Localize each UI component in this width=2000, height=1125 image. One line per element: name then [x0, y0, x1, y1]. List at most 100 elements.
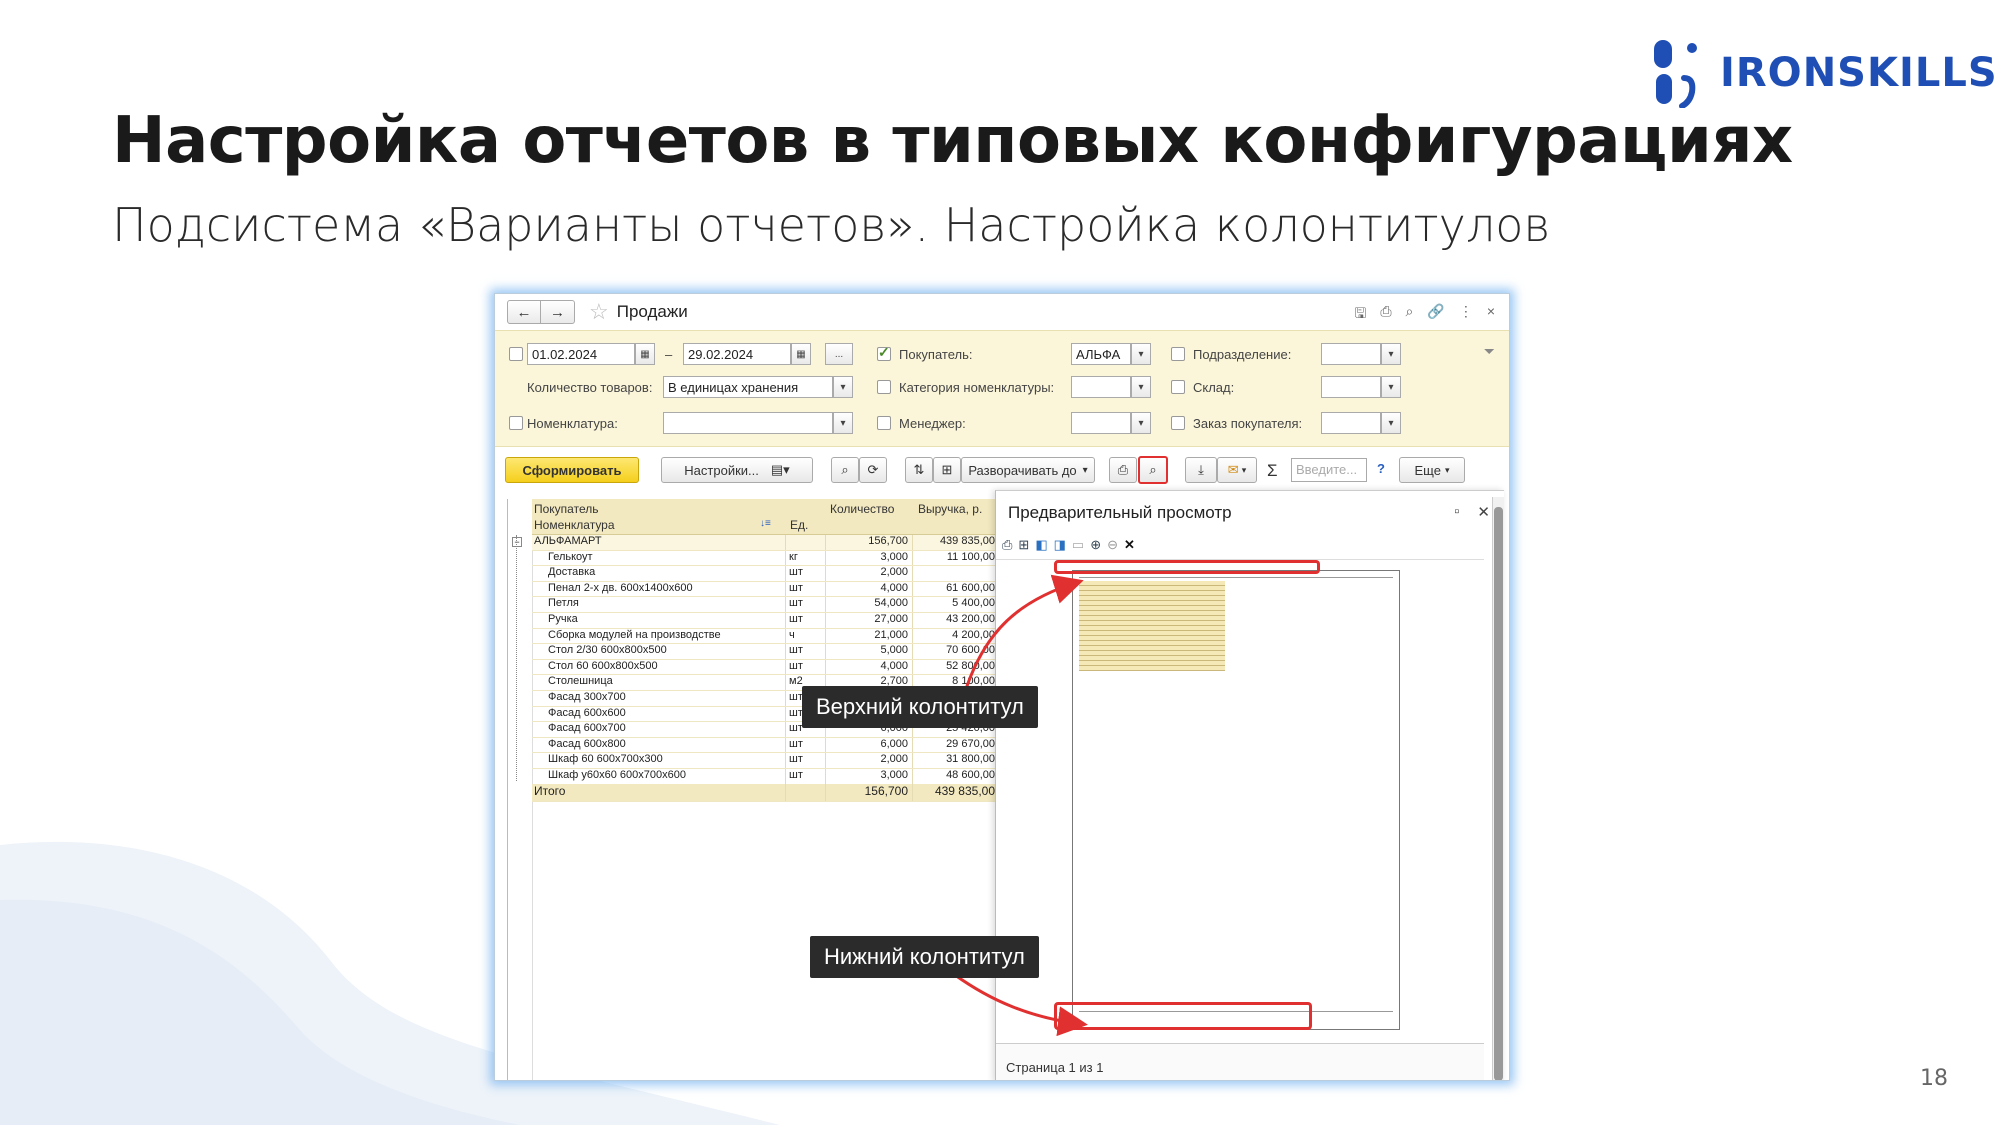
warehouse-field[interactable] — [1321, 376, 1381, 398]
forward-button[interactable]: → — [541, 300, 575, 324]
print-button[interactable]: ⎙ — [1109, 457, 1137, 483]
col-buyer[interactable]: Покупатель — [534, 502, 599, 516]
scrollbar[interactable] — [1492, 497, 1504, 1080]
print-icon[interactable]: ⎙ — [1002, 537, 1013, 552]
warehouse-checkbox[interactable] — [1171, 380, 1185, 394]
buyer-field[interactable]: АЛЬФА — [1071, 343, 1131, 365]
buyer-checkbox[interactable] — [877, 344, 891, 361]
settings-label: Настройки... — [684, 462, 759, 478]
dropdown-icon[interactable]: ▾ — [1131, 343, 1151, 365]
more-button[interactable]: Еще▾ — [1399, 457, 1465, 483]
sum-icon[interactable]: Σ — [1267, 461, 1278, 480]
page-setup-icon[interactable]: ⊞ — [1018, 537, 1030, 552]
date-from-field[interactable]: 01.02.2024 — [527, 343, 635, 365]
close-icon[interactable]: × — [1486, 303, 1495, 319]
calendar-icon[interactable]: ▦ — [791, 343, 811, 365]
back-button[interactable]: ← — [507, 300, 541, 324]
page-next-icon[interactable]: ◨ — [1053, 537, 1066, 552]
manager-checkbox[interactable] — [877, 416, 891, 430]
window-title: Продажи — [616, 302, 688, 321]
print-icon[interactable]: ⎙ — [1380, 303, 1392, 319]
mini-row-line — [1079, 630, 1225, 631]
row-qty: 21,000 — [826, 628, 913, 644]
zoom-in-icon[interactable]: ⊕ — [1090, 537, 1102, 552]
sort-button[interactable]: ⇅ — [905, 457, 933, 483]
qty-select[interactable]: В единицах хранения — [663, 376, 833, 398]
nomenclature-field[interactable] — [663, 412, 833, 434]
scroll-thumb[interactable] — [1494, 507, 1503, 1080]
arrow-left-icon: ← — [516, 303, 532, 321]
search-button[interactable]: ⌕ — [831, 457, 859, 483]
footer-highlight — [1054, 1002, 1312, 1030]
dropdown-icon[interactable]: ▾ — [1381, 376, 1401, 398]
zoom-out-icon[interactable]: ⊖ — [1107, 537, 1119, 552]
dropdown-icon[interactable]: ▾ — [1381, 412, 1401, 434]
dropdown-icon[interactable]: ▾ — [833, 376, 853, 398]
order-field[interactable] — [1321, 412, 1381, 434]
save-button[interactable]: ⤓ — [1185, 457, 1217, 483]
manager-field[interactable] — [1071, 412, 1131, 434]
filter-icon[interactable]: ⏷ — [1483, 343, 1495, 359]
close-icon[interactable]: ✕ — [1477, 504, 1490, 521]
col-unit[interactable]: Ед. — [790, 518, 809, 532]
preview-icon[interactable]: ⌕ — [1405, 303, 1414, 319]
period-checkbox[interactable] — [509, 347, 523, 361]
help-icon[interactable]: ? — [1377, 461, 1385, 476]
send-button[interactable]: ✉▾ — [1217, 457, 1257, 483]
quick-search-field[interactable]: Введите... — [1291, 458, 1367, 482]
expand-to-button[interactable]: Разворачивать до▾ — [961, 457, 1095, 483]
dropdown-icon[interactable]: ▾ — [1381, 343, 1401, 365]
period-select-button[interactable]: ... — [825, 343, 853, 365]
refresh-button[interactable]: ⟳ — [859, 457, 887, 483]
preview-area[interactable] — [996, 559, 1484, 1043]
more-icon[interactable]: ⋮ — [1458, 303, 1473, 319]
favorite-star-icon[interactable]: ☆ — [589, 299, 609, 324]
page-prev-icon[interactable]: ◧ — [1035, 537, 1048, 552]
order-checkbox[interactable] — [1171, 416, 1185, 430]
dropdown-icon[interactable]: ▾ — [1131, 376, 1151, 398]
link-icon[interactable]: 🔗 — [1427, 303, 1445, 319]
two-pages-icon[interactable]: ▭ — [1071, 537, 1085, 552]
close-preview-icon[interactable]: ✕ — [1124, 537, 1135, 552]
nomenclature-checkbox[interactable] — [509, 416, 523, 430]
category-checkbox[interactable] — [877, 380, 891, 394]
mini-row-line — [1079, 610, 1225, 611]
row-name: Пенал 2-х дв. 600x1400x600 — [532, 581, 786, 597]
page-status: Страница 1 из 1 — [1006, 1060, 1104, 1075]
save-icon[interactable]: 🖫 — [1354, 305, 1367, 321]
date-to-field[interactable]: 29.02.2024 — [683, 343, 791, 365]
col-nomenclature[interactable]: Номенклатура — [534, 518, 615, 532]
division-field[interactable] — [1321, 343, 1381, 365]
maximize-icon[interactable]: ▫ — [1454, 503, 1460, 520]
category-field[interactable] — [1071, 376, 1131, 398]
report-grid: Покупатель Номенклатура ↓≡ Ед. Количеств… — [507, 499, 998, 1080]
dropdown-icon[interactable]: ▾ — [833, 412, 853, 434]
settings-button[interactable]: Настройки...▤▾ — [661, 457, 813, 483]
division-checkbox[interactable] — [1171, 347, 1185, 361]
col-revenue[interactable]: Выручка, р. — [918, 502, 983, 516]
calendar-icon[interactable]: ▦ — [635, 343, 655, 365]
mini-row-line — [1079, 615, 1225, 616]
generate-button[interactable]: Сформировать — [505, 457, 639, 483]
group-button[interactable]: ⊞ — [933, 457, 961, 483]
row-name: Петля — [532, 597, 786, 612]
col-qty[interactable]: Количество — [830, 502, 895, 516]
group-row[interactable]: АЛЬФАМАРТ 156,700 439 835,00 — [532, 535, 998, 551]
preview-button[interactable]: ⌕ — [1138, 456, 1168, 484]
collapse-icon[interactable]: − — [512, 537, 522, 547]
dropdown-icon[interactable]: ▾ — [1131, 412, 1151, 434]
